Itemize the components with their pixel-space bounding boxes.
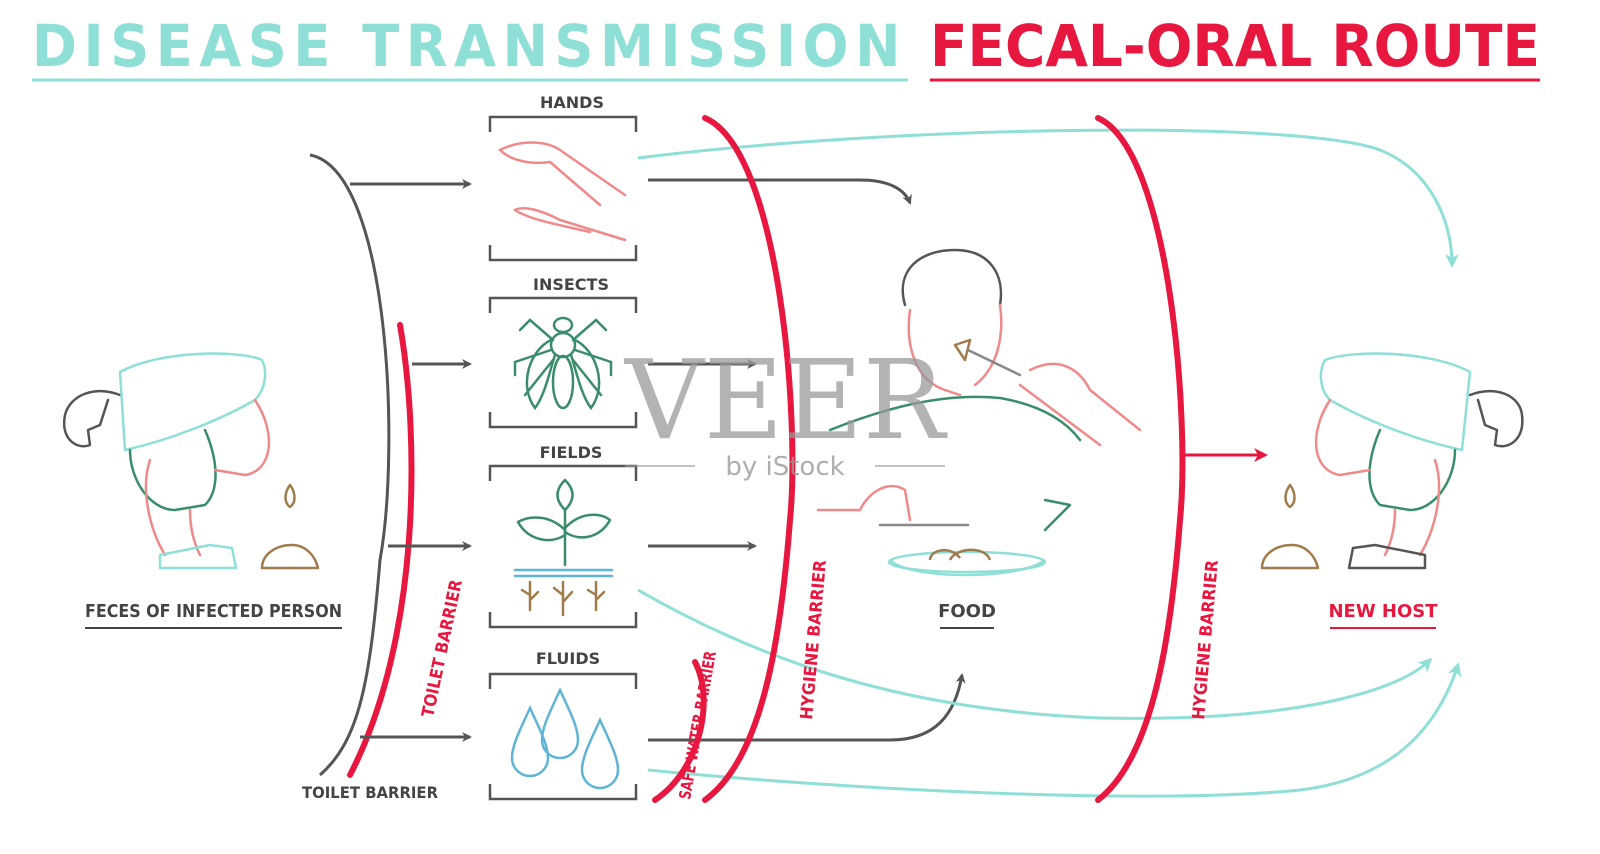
food-plate xyxy=(887,548,1047,577)
watermark-sub: by iStock xyxy=(725,452,844,482)
source-label-hands: HANDS xyxy=(540,93,604,112)
source-label-fluids: FLUIDS xyxy=(536,649,600,668)
source-box-insects xyxy=(488,296,638,429)
source-label-fields: FIELDS xyxy=(540,443,603,462)
toilet-barrier-label: TOILET BARRIER xyxy=(418,578,467,719)
teal-arrow-hands-to-host xyxy=(637,128,1459,268)
hygiene-barrier-2-label: HYGIENE BARRIER xyxy=(1189,559,1223,720)
source-brace xyxy=(309,153,391,777)
safe-water-barrier-line xyxy=(652,659,707,803)
roots-icon xyxy=(520,580,606,617)
fly-icon xyxy=(513,316,613,411)
source-box-fluids xyxy=(488,672,638,801)
title-left: DISEASE TRANSMISSION xyxy=(32,12,907,80)
title-right: FECAL-ORAL ROUTE xyxy=(930,12,1540,80)
teal-arrow-fields-to-host xyxy=(637,588,1433,720)
hygiene-barrier-2-line xyxy=(1095,115,1186,803)
source-box-hands xyxy=(488,115,638,262)
hygiene-barrier-1-line xyxy=(702,115,796,803)
hygiene-barrier-1-label: HYGIENE BARRIER xyxy=(797,559,831,720)
hands-icon xyxy=(498,141,627,242)
food-label: FOOD xyxy=(938,601,996,622)
toilet-barrier-line xyxy=(347,322,415,778)
arrow-fluids-to-food xyxy=(648,673,966,742)
eating-person-figure xyxy=(816,248,1142,532)
source-box-fields xyxy=(488,464,638,629)
feces-label: FECES OF INFECTED PERSON xyxy=(85,601,342,622)
new-host-figure xyxy=(1260,352,1524,570)
watermark-brand: VEER xyxy=(623,336,948,464)
new-host-label: NEW HOST xyxy=(1328,601,1438,622)
teal-arrow-fluids-to-host xyxy=(647,662,1462,798)
toilet-barrier-bottom-label: TOILET BARRIER xyxy=(302,783,438,802)
source-label-insects: INSECTS xyxy=(533,275,609,294)
arrow-hands-to-food xyxy=(648,178,912,205)
safe-water-barrier-label: SAFE WATER BARRIER xyxy=(675,650,720,801)
plant-icon xyxy=(513,478,614,578)
infected-person-figure xyxy=(62,352,320,570)
droplets-icon xyxy=(510,686,620,790)
